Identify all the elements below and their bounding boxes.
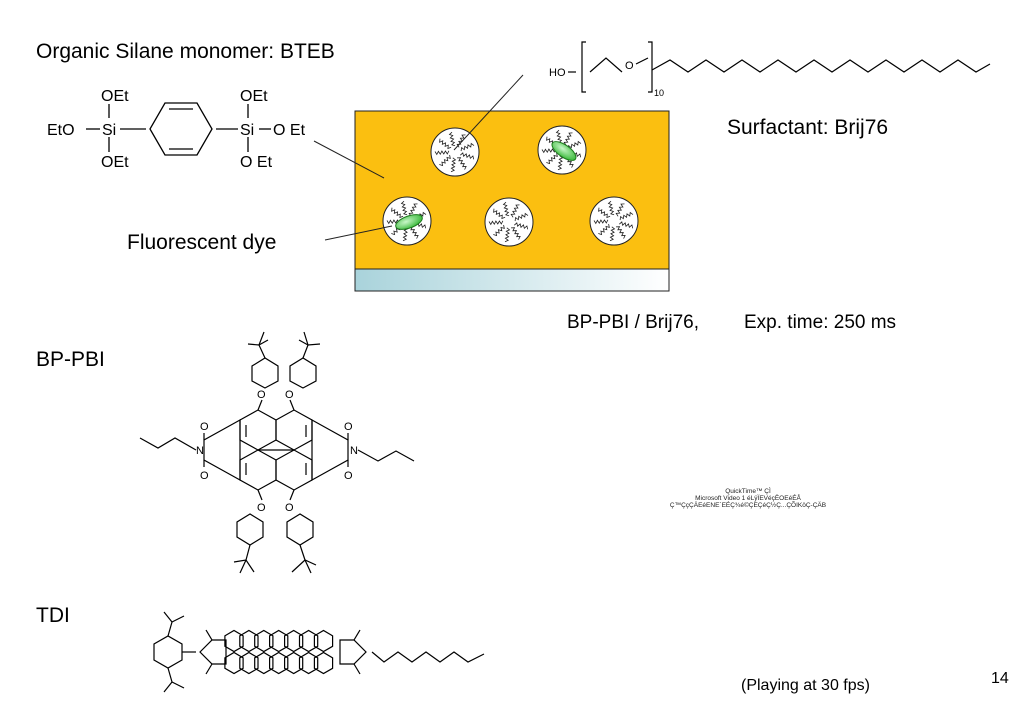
micelle <box>430 127 480 177</box>
fluorescent-dye-molecule <box>551 141 577 161</box>
micelles <box>382 125 639 247</box>
tdi-ring <box>224 629 244 653</box>
caption-exposure: Exp. time: 250 ms <box>744 312 897 333</box>
surfactant-tail <box>546 152 558 165</box>
surfactant-tail <box>400 200 408 216</box>
surfactant-tail <box>619 211 634 221</box>
surfactant-tail <box>493 224 505 237</box>
micelle <box>589 196 639 246</box>
tdi-ring <box>298 651 319 675</box>
tdi-ring <box>269 629 289 653</box>
tdi-ring <box>313 629 334 653</box>
bteb-oet-bottom-left: OEt <box>101 154 129 171</box>
surfactant-tail <box>460 142 475 152</box>
surfactant-tail <box>448 131 456 147</box>
tdi-ring <box>284 629 304 653</box>
tdi-ring <box>239 629 259 653</box>
bteb-oet-top-right: OEt <box>240 88 268 105</box>
tdi-ring <box>298 629 319 653</box>
bppbi-o-5: O <box>257 389 266 401</box>
surfactant-tail <box>615 226 626 239</box>
surfactant-tail <box>563 132 573 146</box>
bteb-leader-line <box>313 140 385 179</box>
bteb-si-right: Si <box>240 122 254 139</box>
surfactant-tail <box>434 150 450 156</box>
tdi-label: TDI <box>36 604 70 627</box>
tdi-ring <box>269 651 289 675</box>
bppbi-o-2: O <box>200 470 209 482</box>
surfactant-tail <box>439 138 452 150</box>
bppbi-o-6: O <box>285 389 294 401</box>
surfactant-tail <box>450 157 457 173</box>
bteb-si-left: Si <box>102 122 116 139</box>
quicktime-line-1: QuickTime™ ÇÌ <box>725 488 771 495</box>
surfactant-tail <box>439 154 451 167</box>
fluorescent-dye-label: Fluorescent dye <box>127 231 277 254</box>
surfactant-tail <box>493 208 506 220</box>
surfactant-tail <box>510 204 520 218</box>
tdi-structure <box>153 611 485 693</box>
slide-title: Organic Silane monomer: BTEB <box>36 40 335 63</box>
tdi-ring <box>239 651 259 675</box>
tdi-ring <box>254 629 274 653</box>
bppbi-label: BP-PBI <box>36 348 105 371</box>
tdi-ring <box>313 651 334 675</box>
tdi-ring <box>284 651 304 675</box>
playing-note: (Playing at 30 fps) <box>741 677 870 694</box>
bteb-oet-top-left: OEt <box>101 88 129 105</box>
surfactant-label: Surfactant: Brij76 <box>727 116 889 139</box>
surfactant-tail <box>609 226 616 242</box>
surfactant-tail <box>408 203 418 217</box>
bteb-oet-bottom-right: O Et <box>240 154 273 171</box>
page-number: 14 <box>991 670 1009 687</box>
bppbi-n-right: N <box>350 445 358 457</box>
surfactant-tail <box>456 157 467 170</box>
surfactant-tail <box>391 207 404 219</box>
surfactant-tail <box>504 227 511 243</box>
glass-substrate <box>354 268 670 292</box>
bppbi-o-1: O <box>200 421 209 433</box>
surfactant-tail <box>593 219 609 225</box>
surfactant-tail <box>598 207 611 219</box>
brij-ho: HO <box>549 67 566 79</box>
surfactant-tail <box>598 223 610 236</box>
bteb-eto-left: EtO <box>47 122 75 139</box>
surfactant-leader-line <box>453 74 524 151</box>
tdi-ring <box>254 651 274 675</box>
bteb-oet-right: O Et <box>273 122 306 139</box>
surfactant-tail <box>514 212 529 222</box>
quicktime-line-2: Microsoft Video 1 éLÿÏEVéçËOEéÉÅ <box>695 495 801 502</box>
brij-o: O <box>625 60 634 72</box>
surfactant-tail <box>567 140 582 150</box>
bppbi-n-left: N <box>196 445 204 457</box>
micelle <box>484 197 534 247</box>
surfactant-tail <box>510 227 521 240</box>
bppbi-o-7: O <box>257 502 266 514</box>
surfactant-tail <box>488 220 504 226</box>
quicktime-line-3: Ç™ÇçÇÄEéENE`EÉÇ¾é©ÇEÇéÇ½Ç...ÇÕIKöÇ-ÇÄB <box>669 502 827 509</box>
fluorescent-dye-molecule <box>395 214 423 230</box>
brij76-structure: HO O 10 <box>549 41 991 98</box>
bppbi-o-8: O <box>285 502 294 514</box>
surfactant-tail <box>557 155 564 171</box>
quicktime-placeholder[interactable]: QuickTime™ ÇÌ Microsoft Video 1 éLÿÏEVéç… <box>658 488 838 509</box>
surfactant-tail <box>607 200 615 216</box>
tdi-ring <box>224 651 244 675</box>
brij-subscript: 10 <box>654 88 664 98</box>
dye-leader-line <box>324 225 393 241</box>
bppbi-o-4: O <box>344 470 353 482</box>
surfactant-tail <box>541 148 557 154</box>
surfactant-tail <box>619 221 634 229</box>
bppbi-o-3: O <box>344 421 353 433</box>
bppbi-structure: O O O O N N O O O O <box>139 331 415 574</box>
caption-compound: BP-PBI / Brij76, <box>567 312 699 333</box>
surfactant-tail <box>514 222 529 230</box>
surfactant-tail <box>460 152 475 160</box>
surfactant-tail <box>615 203 625 217</box>
surfactant-tail <box>502 201 510 217</box>
bteb-structure: OEt OEt EtO Si Si O Et OEt O Et <box>47 88 306 171</box>
